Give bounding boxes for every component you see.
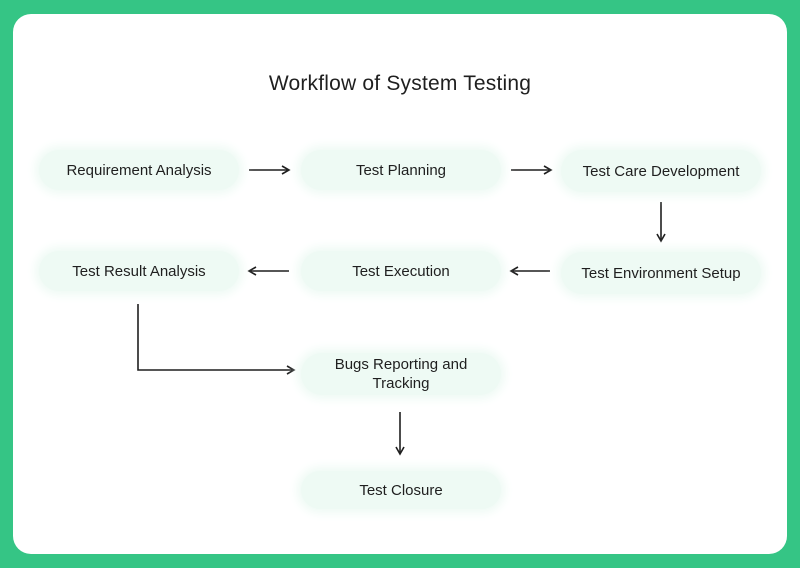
node-bugs-reporting-tracking: Bugs Reporting and Tracking <box>301 353 501 395</box>
node-test-result-analysis: Test Result Analysis <box>39 251 239 291</box>
diagram-title: Workflow of System Testing <box>268 72 532 95</box>
node-requirement-analysis: Requirement Analysis <box>39 150 239 190</box>
arrow-result-analysis-to-bugs-reporting <box>137 304 296 375</box>
node-test-execution: Test Execution <box>301 251 501 291</box>
node-test-planning: Test Planning <box>301 150 501 190</box>
connector-layer <box>137 165 666 456</box>
node-test-environment-setup: Test Environment Setup <box>561 252 761 294</box>
node-test-care-development: Test Care Development <box>561 150 761 192</box>
diagram-card: Workflow of System Testing Requirement A… <box>13 14 787 554</box>
node-test-closure: Test Closure <box>301 471 501 509</box>
